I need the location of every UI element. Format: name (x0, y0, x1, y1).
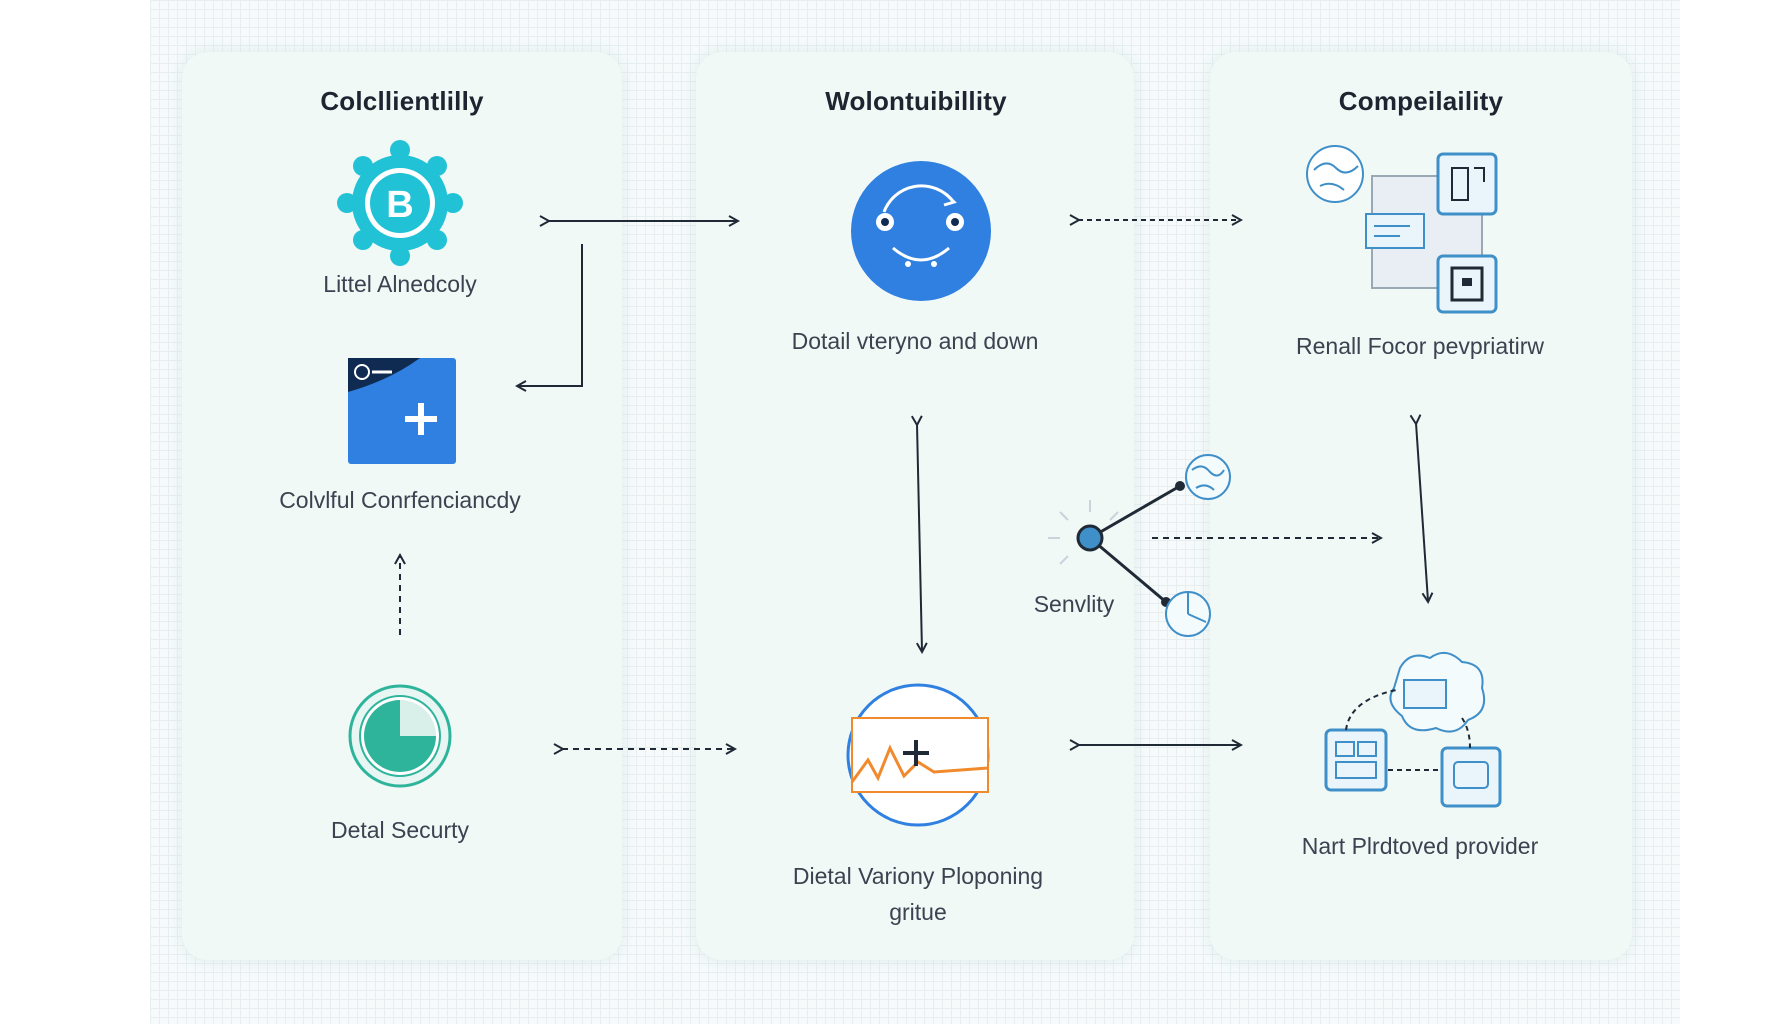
pie-globe-icon (1165, 591, 1211, 637)
node-label-security: Detal Securty (330, 817, 470, 843)
column-title-middle: Wolontuibillity (825, 86, 1007, 116)
node-label-bitcoin: Littel Alnedcoly (323, 271, 477, 297)
chart-circle-icon (846, 683, 990, 827)
node-label-provider: Nart Plrdtoved provider (1301, 833, 1539, 859)
svg-text:B: B (386, 184, 413, 226)
bitcoin-icon: B (337, 140, 463, 266)
node-label-add-card: Colvlful Conrfenciancdy (279, 487, 521, 513)
network-node-icon (1048, 481, 1185, 607)
arrow-elbow-to-card (518, 244, 583, 386)
smiley-sync-icon (851, 161, 991, 301)
provider-network-icon (1324, 651, 1502, 808)
security-badge-icon (348, 684, 452, 788)
column-title-left: Colcllientlilly (320, 86, 484, 116)
node-label-devices: Renall Focor pevpriatirw (1296, 333, 1544, 359)
add-card-icon (348, 358, 456, 464)
node-label-chart: Dietal Variony Ploponing gritue (792, 863, 1044, 925)
node-label-smiley: Dotail vteryno and down (791, 328, 1039, 354)
globe-icon (1185, 454, 1231, 500)
documents-devices-icon (1306, 145, 1498, 314)
column-title-right: Compeilaility (1338, 86, 1504, 116)
arrow-smiley-chart (917, 424, 922, 651)
arrow-devices-provider (1416, 423, 1428, 601)
node-label-sensity: Senvlity (1033, 591, 1115, 617)
